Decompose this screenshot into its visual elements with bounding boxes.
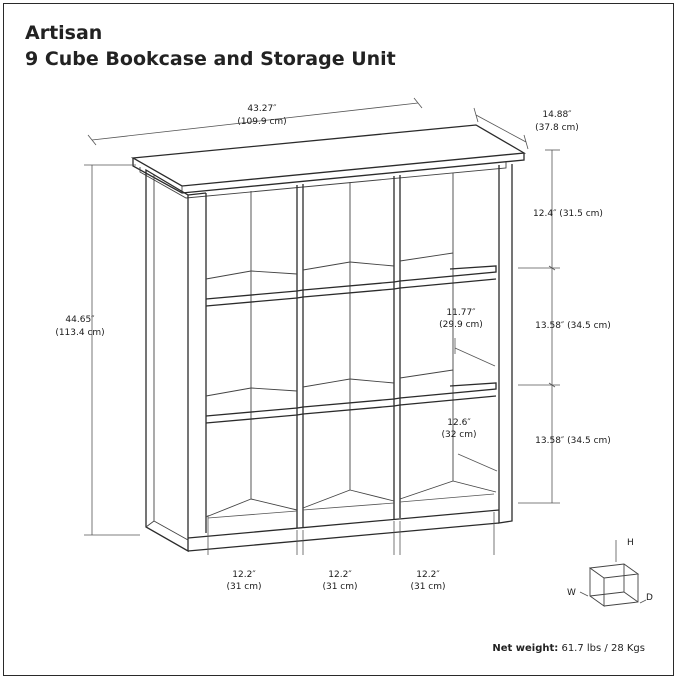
col2-width-inches-label: 12.2″ <box>328 570 352 580</box>
left-side-panel <box>145 168 189 553</box>
axis-h-label: H <box>627 538 634 548</box>
inner-height-cm-label: (32 cm) <box>441 430 476 440</box>
height-inches-label: 44.65″ <box>65 315 95 325</box>
col1-width-inches-label: 12.2″ <box>232 570 256 580</box>
inner-depth-cm-label: (29.9 cm) <box>439 320 483 330</box>
product-title: 9 Cube Bookcase and Storage Unit <box>25 48 396 70</box>
bookcase-drawing <box>130 124 527 553</box>
width-cm-label: (109.9 cm) <box>237 117 286 127</box>
net-weight-value: 61.7 lbs / 28 Kgs <box>558 643 645 654</box>
dimension-lines <box>84 97 560 555</box>
depth-cm-label: (37.8 cm) <box>535 123 579 133</box>
col3-width-cm-label: (31 cm) <box>410 582 445 592</box>
col1-width-cm-label: (31 cm) <box>226 582 261 592</box>
row-middle-height-label: 13.58″ (34.5 cm) <box>535 321 611 331</box>
inner-height-inches-label: 12.6″ <box>447 418 471 428</box>
inner-depth-inches-label: 11.77″ <box>446 308 476 318</box>
net-weight: Net weight: 61.7 lbs / 28 Kgs <box>492 643 645 654</box>
width-inches-label: 43.27″ <box>247 104 277 114</box>
col2-width-cm-label: (31 cm) <box>322 582 357 592</box>
axis-orientation-icon <box>579 540 647 607</box>
diagram-frame <box>3 3 674 676</box>
depth-inches-label: 14.88″ <box>542 110 572 120</box>
brand-title: Artisan <box>25 22 103 44</box>
axis-w-label: W <box>567 588 576 598</box>
net-weight-label: Net weight: <box>492 643 559 654</box>
col3-width-inches-label: 12.2″ <box>416 570 440 580</box>
row-top-height-label: 12.4″ (31.5 cm) <box>533 209 603 219</box>
top-surface <box>130 124 527 187</box>
row-bottom-height-label: 13.58″ (34.5 cm) <box>535 436 611 446</box>
height-cm-label: (113.4 cm) <box>55 328 104 338</box>
axis-d-label: D <box>646 593 653 603</box>
